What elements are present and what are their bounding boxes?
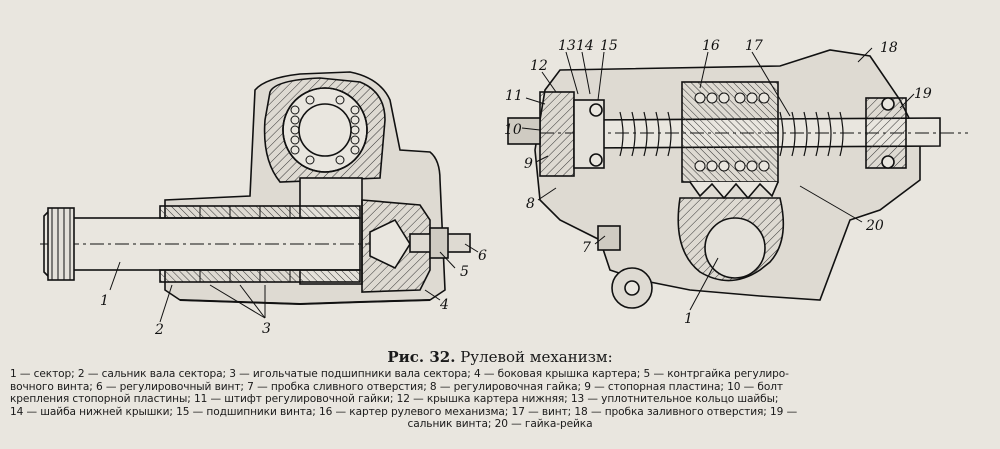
- steering-mechanism-figure: 1 2 3 4 5 6 1 7 8 9 10 11 12 13 14 15 16…: [40, 38, 968, 338]
- label-19: 19: [914, 86, 932, 102]
- label-3: 3: [262, 321, 271, 337]
- label-10: 10: [504, 122, 522, 138]
- label-14: 14: [576, 38, 594, 54]
- figure-legend: 1 — сектор; 2 — сальник вала сектора; 3 …: [10, 368, 990, 431]
- right-section-view: [507, 49, 968, 309]
- label-7: 7: [582, 240, 591, 256]
- label-4: 4: [439, 297, 449, 313]
- label-15: 15: [600, 38, 618, 54]
- label-1-left: 1: [100, 293, 109, 309]
- label-17: 17: [745, 38, 763, 54]
- legend-line-1: 1 — сектор; 2 — сальник вала сектора; 3 …: [10, 368, 789, 380]
- label-2: 2: [154, 322, 164, 338]
- legend-line-3: крепления стопорной пластины; 11 — штифт…: [10, 393, 779, 406]
- label-9: 9: [524, 156, 533, 172]
- label-5: 5: [460, 264, 469, 280]
- figure-caption: Рис. 32. Рулевой механизм:: [0, 348, 1000, 366]
- label-13: 13: [558, 38, 576, 54]
- label-18: 18: [880, 40, 898, 56]
- label-11: 11: [505, 88, 523, 104]
- label-6: 6: [478, 248, 487, 264]
- left-leader-lines: [109, 243, 479, 323]
- figure-labels: 1 2 3 4 5 6 1 7 8 9 10 11 12 13 14 15 16…: [100, 38, 932, 338]
- legend-line-5: сальник винта; 20 — гайка-рейка: [407, 418, 593, 431]
- right-leader-lines: [521, 47, 915, 311]
- left-section-view: [40, 71, 471, 306]
- label-20: 20: [865, 218, 884, 234]
- caption-title: Рулевой механизм:: [460, 348, 613, 366]
- legend-line-2: вочного винта; 6 — регулировочный винт; …: [10, 380, 783, 393]
- caption-number: Рис. 32.: [387, 348, 456, 366]
- legend-line-4: 14 — шайба нижней крышки; 15 — подшипник…: [10, 405, 798, 418]
- label-16: 16: [702, 38, 720, 54]
- label-1-right: 1: [684, 311, 693, 327]
- label-12: 12: [530, 58, 548, 74]
- label-8: 8: [526, 196, 535, 212]
